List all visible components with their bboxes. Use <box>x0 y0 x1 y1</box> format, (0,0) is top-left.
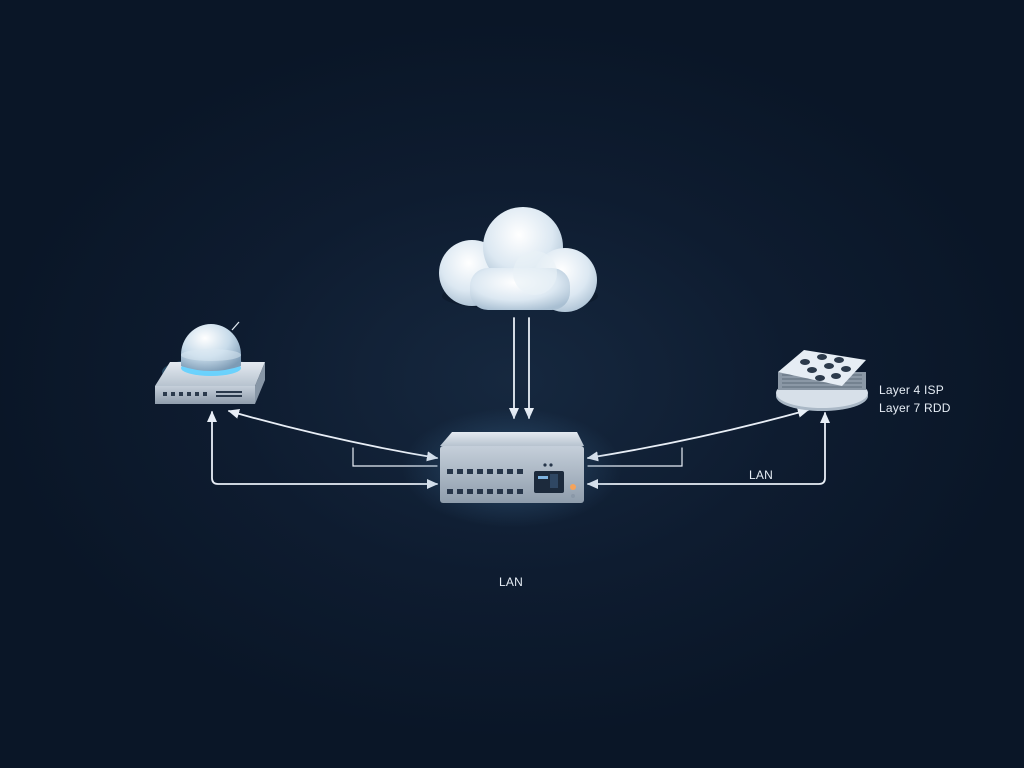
cloud-icon <box>439 207 598 312</box>
layer7-rdd-label: Layer 7 RDD <box>879 401 951 415</box>
link-router-switch-elbow <box>206 410 439 490</box>
connections <box>206 317 831 490</box>
hub-device-icon <box>776 350 868 411</box>
layer4-isp-label: Layer 4 ISP <box>879 383 944 397</box>
router-dome-icon <box>155 321 265 404</box>
link-hub-switch-elbow <box>586 411 831 490</box>
link-router-switch-curve <box>227 408 439 462</box>
link-hub-switch-curve <box>586 407 810 462</box>
network-switch-icon <box>402 408 622 528</box>
lan-label-bottom: LAN <box>499 575 523 589</box>
lan-label-right: LAN <box>749 468 773 482</box>
